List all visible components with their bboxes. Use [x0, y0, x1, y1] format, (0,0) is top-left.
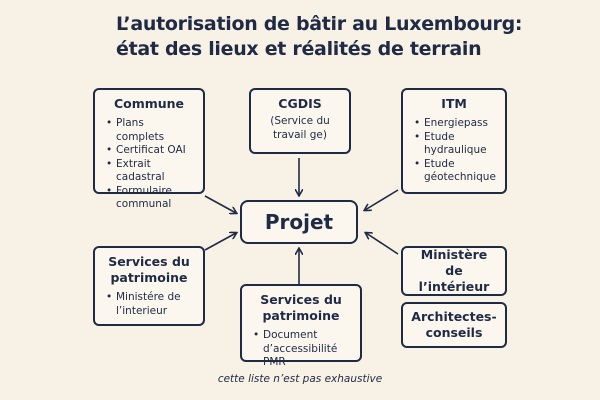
- box-commune-title: Commune: [113, 96, 185, 111]
- arrow-commune-to-projet: [204, 195, 236, 213]
- box-architectes: Architectes-conseils: [401, 302, 507, 348]
- box-patrimoine-left: Services du patrimoine Ministére de l’in…: [93, 246, 205, 326]
- box-cgdis-title: CGDIS: [278, 96, 322, 111]
- list-item: Ministére de l’interieur: [106, 291, 195, 318]
- list-item: Plans complets: [106, 117, 195, 144]
- box-itm: ITM Energiepass Etude hydraulique Etude …: [401, 88, 507, 194]
- box-architectes-title: Architectes-conseils: [411, 309, 497, 340]
- list-item: Etude hydraulique: [414, 131, 497, 158]
- box-cgdis-subtitle: (Service du travail ge): [270, 115, 330, 141]
- title-line-2: état des lieux et réalités de terrain: [116, 38, 482, 60]
- arrow-itm-to-projet: [365, 189, 399, 210]
- title-line-1: L’autorisation de bâtir au Luxembourg:: [116, 13, 523, 35]
- box-patrimoine-left-list: Ministére de l’interieur: [103, 291, 195, 318]
- list-item: Document d’accessibilité PMR: [253, 329, 352, 370]
- box-cgdis: CGDIS (Service du travail ge): [249, 88, 351, 154]
- box-patrimoine-bottom-title: Services du patrimoine: [260, 292, 342, 323]
- box-projet: Projet: [240, 200, 358, 244]
- list-item: Formulaire communal: [106, 185, 195, 212]
- box-patrimoine-bottom-list: Document d’accessibilité PMR: [250, 329, 352, 370]
- box-commune-list: Plans complets Certificat OAI Extrait ca…: [103, 117, 195, 212]
- box-ministere: Ministère de l’intérieur: [401, 246, 507, 296]
- box-commune: Commune Plans complets Certificat OAI Ex…: [93, 88, 205, 210]
- diagram-title: L’autorisation de bâtir au Luxembourg: é…: [116, 12, 576, 62]
- list-item: Extrait cadastral: [106, 158, 195, 185]
- list-item: Energiepass: [414, 117, 497, 131]
- list-item: Etude géotechnique: [414, 158, 497, 185]
- arrow-ministere-to-projet: [366, 233, 399, 255]
- box-ministere-title: Ministère de l’intérieur: [418, 247, 490, 294]
- footnote: cette liste n’est pas exhaustive: [217, 373, 383, 385]
- arrow-patrimoine-left-to-projet: [204, 233, 236, 251]
- box-itm-title: ITM: [441, 96, 467, 111]
- list-item: Certificat OAI: [106, 144, 195, 158]
- box-patrimoine-left-title: Services du patrimoine: [108, 254, 190, 285]
- box-patrimoine-bottom: Services du patrimoine Document d’access…: [240, 284, 362, 368]
- box-itm-list: Energiepass Etude hydraulique Etude géot…: [411, 117, 497, 185]
